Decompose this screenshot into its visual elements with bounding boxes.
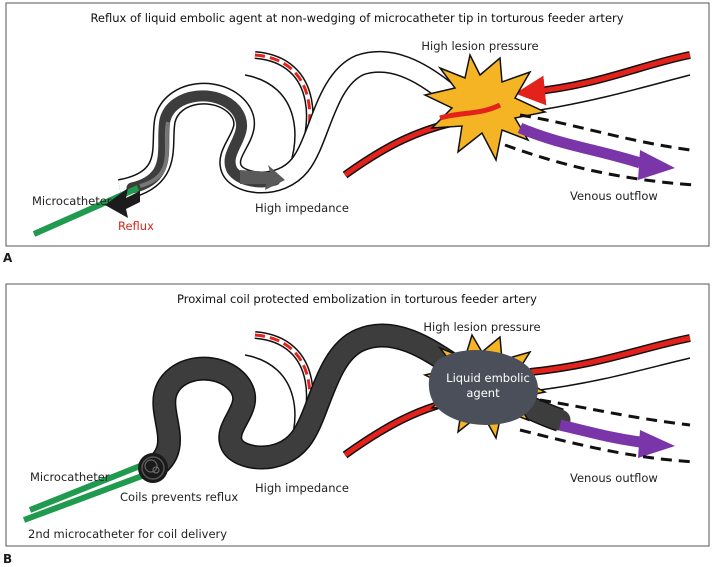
- coil-pack: [138, 453, 168, 483]
- red-outflow-artery: [515, 51, 691, 111]
- tortuous-feeder-artery: [117, 50, 458, 201]
- label-lesion-pressure-b: High lesion pressure: [423, 320, 540, 334]
- label-impedance-a: High impedance: [255, 201, 349, 215]
- microcatheter-b: [28, 459, 152, 513]
- panel-b-letter: B: [3, 552, 12, 566]
- panel-b-frame: [5, 283, 710, 547]
- venous-outflow: [504, 113, 696, 187]
- venous-outflow-b: [519, 398, 696, 464]
- label-microcatheter-a: Microcatheter: [32, 194, 112, 208]
- label-reflux: Reflux: [118, 219, 154, 233]
- label-microcatheter-b: Microcatheter: [30, 470, 110, 484]
- panel-a: Reflux of liquid embolic agent at non-we…: [5, 2, 710, 247]
- label-venous-outflow-a: Venous outflow: [570, 189, 658, 203]
- label-impedance-b: High impedance: [255, 481, 349, 495]
- panel-b-title: Proximal coil protected embolization in …: [177, 292, 537, 306]
- label-venous-outflow-b: Venous outflow: [570, 471, 658, 485]
- label-lesion-pressure-a: High lesion pressure: [421, 39, 538, 53]
- impedance-arrow: [240, 165, 285, 190]
- second-microcatheter: [22, 470, 152, 523]
- reflux-arrow: [105, 188, 140, 218]
- embolic-cast-in-lesion: [428, 350, 539, 425]
- panel-a-title: Reflux of liquid embolic agent at non-we…: [90, 11, 623, 25]
- panel-b: Proximal coil protected embolization in …: [5, 283, 710, 547]
- lesion-burst: [422, 52, 548, 163]
- label-second-microcatheter: 2nd microcatheter for coil delivery: [28, 527, 227, 541]
- label-liquid-embolic-line2: agent: [466, 386, 500, 400]
- label-liquid-embolic-line1: Liquid embolic: [446, 371, 530, 385]
- panel-a-letter: A: [3, 251, 13, 265]
- panel-a-frame: [5, 2, 710, 247]
- red-outflow-artery-b: [529, 334, 691, 391]
- label-coils: Coils prevents reflux: [120, 490, 238, 504]
